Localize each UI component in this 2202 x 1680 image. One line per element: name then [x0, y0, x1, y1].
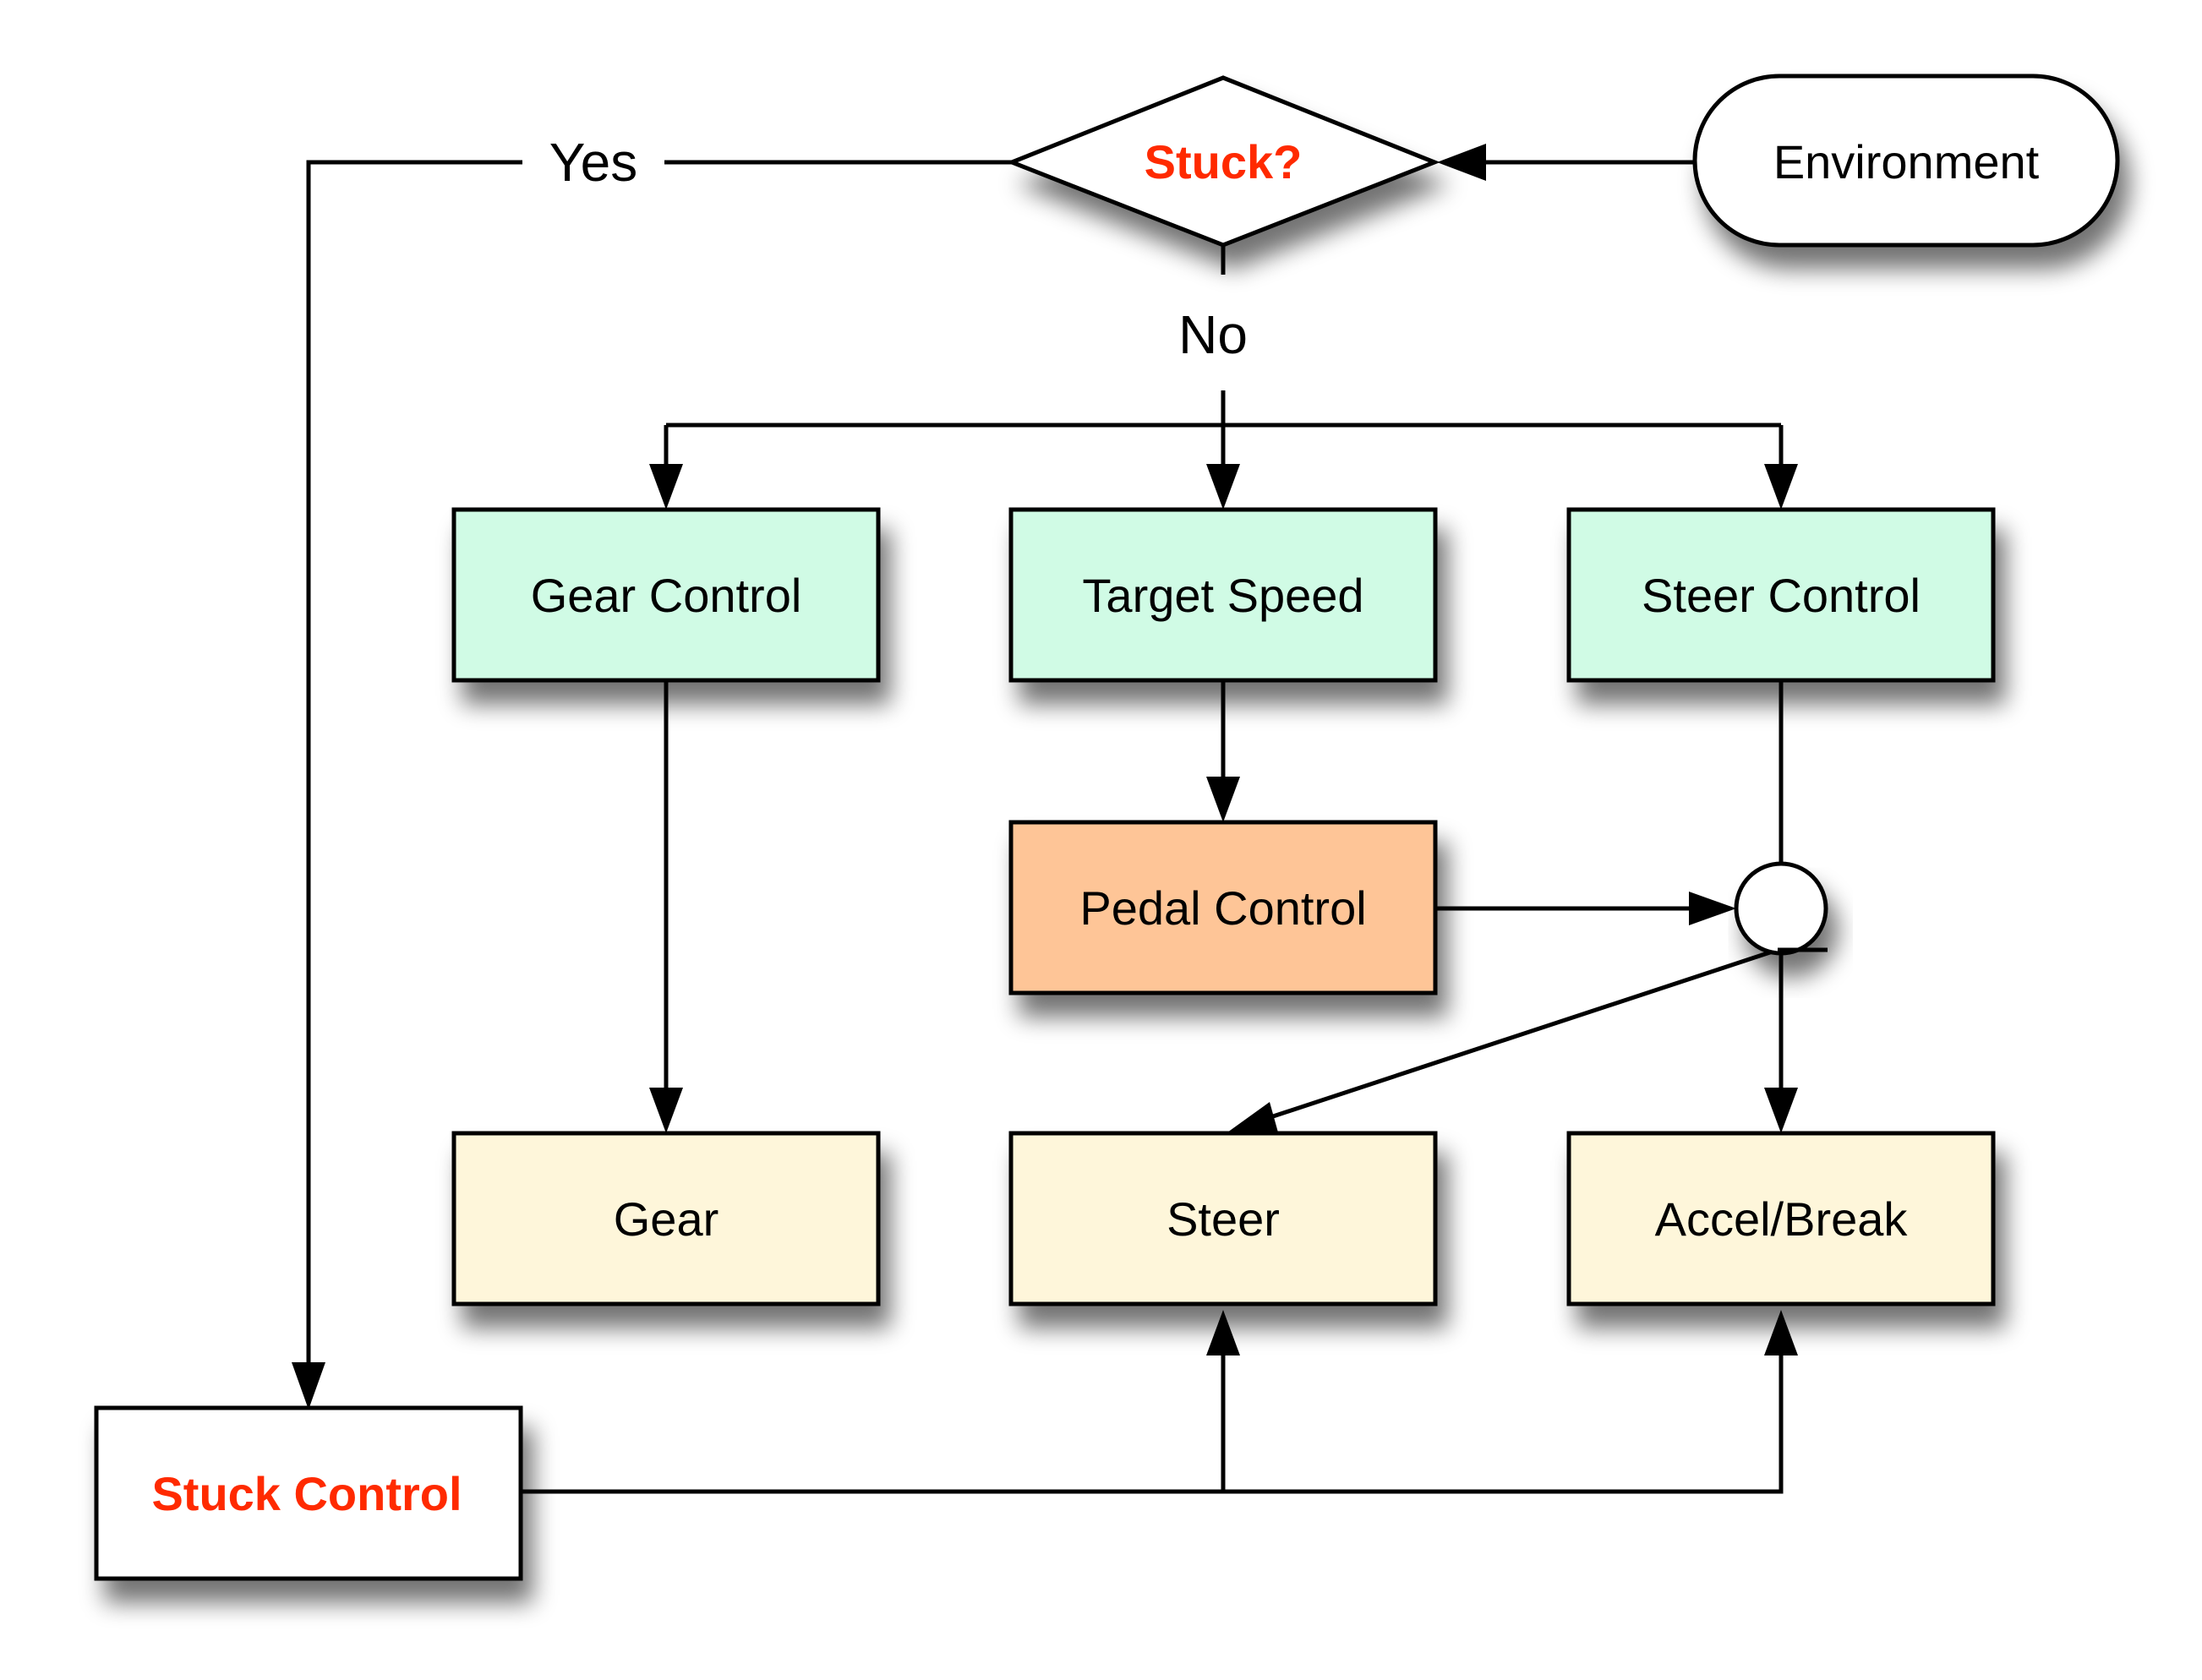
pedal-control-box [1008, 820, 1438, 995]
arrowhead-into-stuck-control [292, 1362, 325, 1410]
gear-label: Gear [614, 1192, 719, 1246]
gear-control-label: Gear Control [531, 569, 802, 622]
arrowhead-into-target-speed [1206, 464, 1240, 510]
environment-node: Environment [1692, 74, 2120, 248]
gear-output-node: Gear [451, 1131, 881, 1306]
stuck-decision: Stuck? [1006, 75, 1440, 248]
environment-label: Environment [1773, 135, 2040, 188]
arrowhead-into-steer [1227, 1102, 1278, 1132]
arrowhead-into-steer-control [1764, 464, 1798, 510]
connector-yes-to-stuck-control [306, 160, 522, 1365]
steer-output-node: Steer [1008, 1131, 1438, 1306]
pedal-control-label: Pedal Control [1079, 881, 1366, 935]
accel-break-output-node: Accel/Break [1566, 1131, 1996, 1306]
accel-break-label: Accel/Break [1655, 1192, 1909, 1246]
no-label: No [1178, 304, 1248, 365]
arrowhead-into-accel-break [1764, 1088, 1798, 1133]
junction-circle [1734, 861, 1828, 956]
target-speed-box [1008, 507, 1438, 683]
steer-label: Steer [1167, 1192, 1280, 1246]
connector-junction-to-steer [1267, 947, 1779, 1121]
arrowhead-into-steer-bottom [1206, 1310, 1240, 1355]
accel-break-box [1566, 1131, 1996, 1306]
gear-control-node: Gear Control [451, 507, 881, 683]
target-speed-node: Target Speed [1008, 507, 1438, 683]
arrowhead-into-gear [649, 1088, 683, 1133]
decision-label: Stuck? [1145, 135, 1303, 188]
decision-diamond [1006, 75, 1440, 248]
steer-box [1008, 1131, 1438, 1306]
connectors [292, 144, 1798, 1494]
steer-control-box [1566, 507, 1996, 683]
stuck-control-label: Stuck Control [151, 1467, 462, 1520]
connector-stuck-control-bus [522, 1355, 1784, 1494]
arrowhead-into-pedal-control [1206, 777, 1240, 822]
stuck-control-node: Stuck Control [94, 1405, 523, 1581]
target-speed-label: Target Speed [1082, 569, 1363, 622]
yes-label: Yes [549, 132, 637, 193]
arrowhead-into-decision [1437, 144, 1486, 181]
steer-control-label: Steer Control [1642, 569, 1921, 622]
gear-control-box [451, 507, 881, 683]
arrowhead-into-accel-break-bottom [1764, 1310, 1798, 1355]
stuck-control-box [94, 1405, 523, 1581]
junction-node [1734, 861, 1828, 956]
arrowhead-into-junction [1689, 892, 1736, 925]
arrowhead-into-gear-control [649, 464, 683, 510]
environment-terminal [1692, 74, 2120, 248]
gear-box [451, 1131, 881, 1306]
steer-control-node: Steer Control [1566, 507, 1996, 683]
pedal-control-node: Pedal Control [1008, 820, 1438, 995]
